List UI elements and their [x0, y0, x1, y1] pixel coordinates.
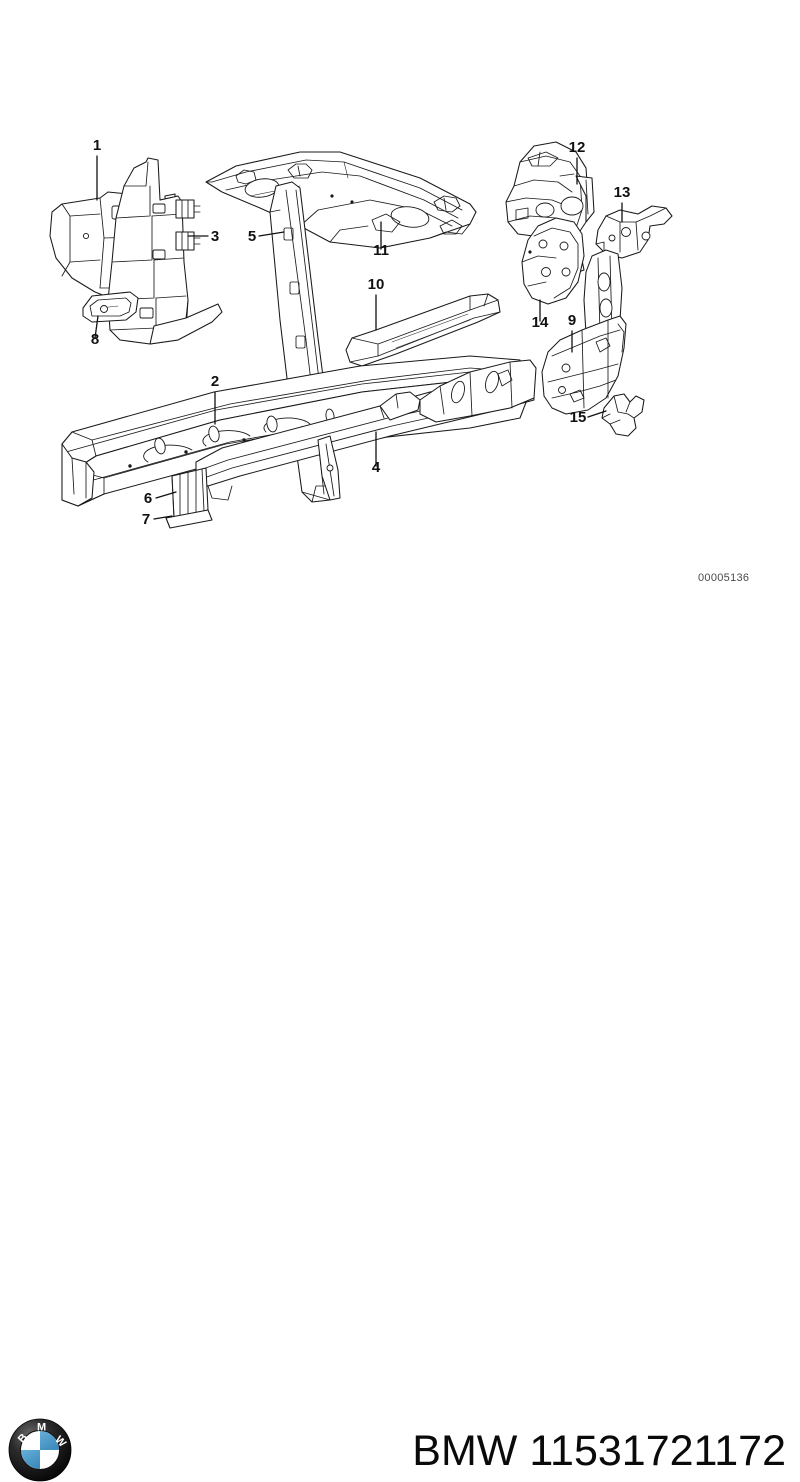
callout-5: 5	[248, 228, 256, 245]
callout-9: 9	[568, 312, 576, 329]
diagram-canvas: 1 2 3 4 5 6 7 8 9 10 11 12 13 14 15 0000…	[0, 0, 800, 700]
bmw-logo-icon: B M W	[8, 1418, 72, 1482]
part-11-cowl-roof-panel	[205, 151, 477, 249]
callout-8: 8	[91, 331, 99, 348]
callout-6: 6	[144, 490, 152, 507]
callout-7: 7	[142, 511, 150, 528]
part-12-rear-quarter-inner-panel	[505, 141, 595, 239]
footer-bar: B M W BMW 11531721172	[0, 700, 800, 1482]
part-7-sill-end-cap	[165, 509, 213, 529]
callout-2: 2	[211, 373, 219, 390]
part-14-b-pillar-inner-plate	[521, 217, 585, 305]
callout-leaders	[94, 155, 623, 520]
callout-10: 10	[368, 276, 385, 293]
exploded-parts-drawing: 1 2 3 4 5 6 7 8 9 10 11 12 13 14 15	[49, 137, 673, 529]
part-number-label: BMW 11531721172	[412, 1427, 786, 1475]
callout-1: 1	[93, 137, 101, 154]
bmw-logo-letter-m: M	[37, 1421, 46, 1433]
part-10-side-frame-rail	[345, 293, 501, 367]
diagram-id-label: 00005136	[698, 572, 750, 584]
callout-14: 14	[532, 314, 549, 331]
callout-12: 12	[569, 139, 586, 156]
callout-3: 3	[211, 228, 219, 245]
callout-15: 15	[570, 409, 587, 426]
part-9-rear-closing-panel	[541, 315, 627, 415]
part-4-rear-wheelarch-structure	[317, 359, 537, 501]
callout-4: 4	[372, 459, 381, 476]
callout-numbers: 1 2 3 4 5 6 7 8 9 10 11 12 13 14 15	[91, 137, 631, 528]
part-8-closing-plate	[82, 291, 139, 323]
callout-11: 11	[373, 242, 389, 259]
part-15-mounting-bracket	[601, 393, 645, 437]
callout-13: 13	[614, 184, 631, 201]
